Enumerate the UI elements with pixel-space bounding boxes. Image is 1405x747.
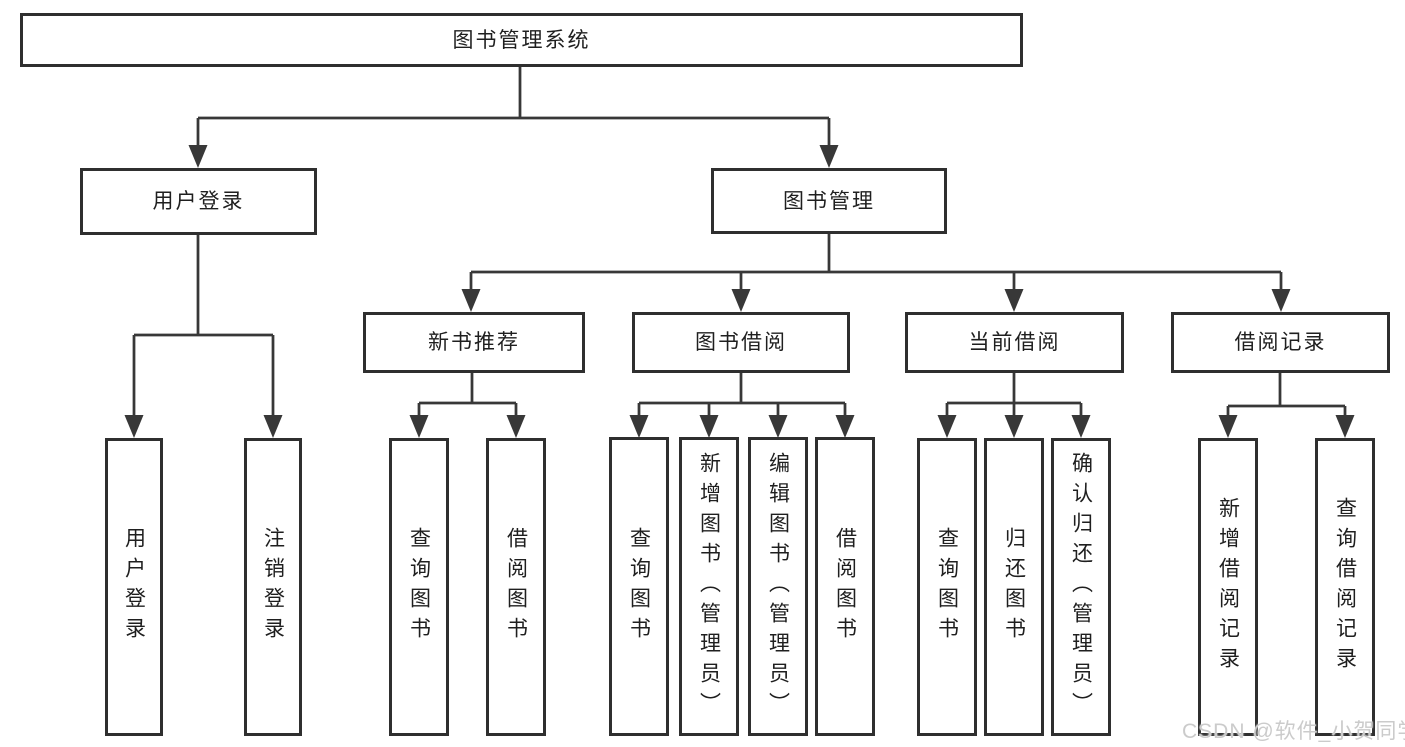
leaf-return-books-label: 归还图书: [1002, 527, 1026, 647]
leaf-query-books-current-label: 查询图书: [935, 527, 959, 647]
leaf-return-books: 归还图书: [984, 438, 1044, 736]
leaf-logout-label: 注销登录: [261, 527, 285, 647]
node-current-borrowing-label: 当前借阅: [968, 331, 1061, 354]
node-user-login-label: 用户登录: [152, 190, 245, 213]
leaf-borrow-books-label: 借阅图书: [833, 526, 857, 647]
node-borrowing-records: 借阅记录: [1171, 312, 1390, 373]
node-borrowing-records-label: 借阅记录: [1234, 331, 1327, 354]
node-root: 图书管理系统: [20, 13, 1023, 67]
node-book-borrowing-label: 图书借阅: [695, 331, 787, 354]
leaf-add-books-admin-label: 新增图书（管理员）: [697, 451, 721, 722]
leaf-add-borrow-record-label: 新增借阅记录: [1216, 497, 1240, 677]
leaf-add-borrow-record: 新增借阅记录: [1198, 438, 1258, 736]
node-root-label: 图书管理系统: [452, 28, 591, 52]
node-book-management-label: 图书管理: [783, 189, 875, 213]
leaf-user-login: 用户登录: [105, 438, 163, 736]
node-book-borrowing: 图书借阅: [632, 312, 850, 373]
leaf-confirm-return-admin: 确认归还（管理员）: [1051, 438, 1111, 736]
node-new-book-recommendation: 新书推荐: [363, 312, 585, 373]
leaf-query-books-recommend: 查询图书: [389, 438, 449, 736]
leaf-borrow-books: 借阅图书: [815, 437, 875, 736]
leaf-edit-books-admin: 编辑图书（管理员）: [748, 437, 808, 736]
node-book-management: 图书管理: [711, 168, 947, 234]
node-user-login: 用户登录: [80, 168, 317, 235]
watermark: CSDN @软件_小贺同学: [1182, 720, 1405, 743]
leaf-query-books-borrowing: 查询图书: [609, 437, 669, 736]
leaf-logout: 注销登录: [244, 438, 302, 736]
leaf-query-borrow-record-label: 查询借阅记录: [1333, 497, 1357, 677]
leaf-user-login-label: 用户登录: [122, 527, 146, 647]
leaf-query-books-current: 查询图书: [917, 438, 977, 736]
leaf-borrow-books-recommend: 借阅图书: [486, 438, 546, 736]
node-new-book-recommendation-label: 新书推荐: [428, 331, 520, 354]
leaf-query-books-recommend-label: 查询图书: [407, 527, 431, 647]
leaf-add-books-admin: 新增图书（管理员）: [679, 437, 739, 736]
leaf-query-borrow-record: 查询借阅记录: [1315, 438, 1375, 736]
leaf-query-books-borrowing-label: 查询图书: [627, 526, 651, 647]
leaf-confirm-return-admin-label: 确认归还（管理员）: [1069, 452, 1093, 722]
leaf-borrow-books-recommend-label: 借阅图书: [504, 527, 528, 647]
leaf-edit-books-admin-label: 编辑图书（管理员）: [766, 451, 790, 722]
node-current-borrowing: 当前借阅: [905, 312, 1124, 373]
arrowheads: [124, 145, 1355, 438]
